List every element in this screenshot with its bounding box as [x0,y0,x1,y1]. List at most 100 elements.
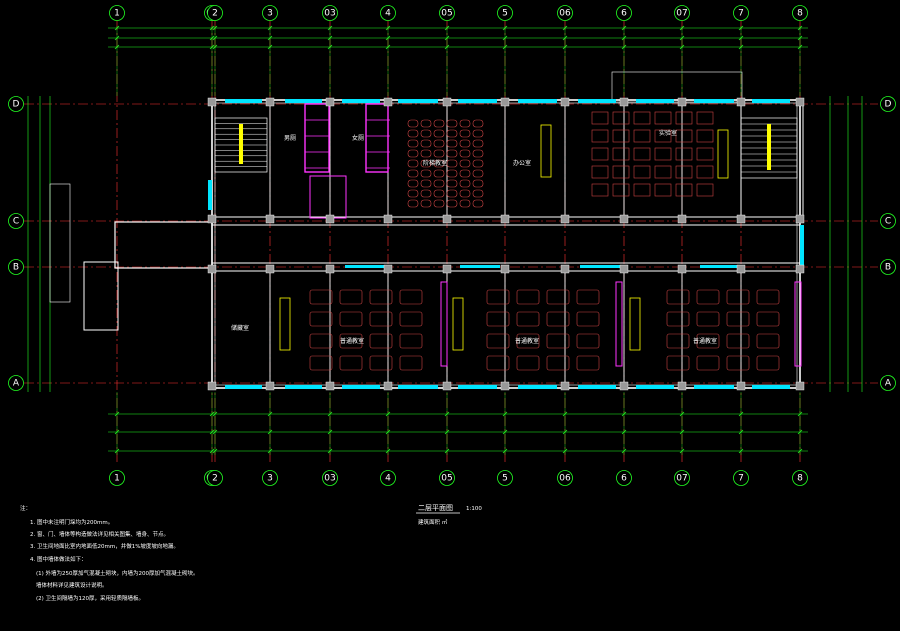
desk [675,111,693,125]
axis-bubble [380,5,396,21]
axis-bubble-label: A [13,379,20,389]
desk [696,165,714,179]
seat [459,189,471,198]
room-label-classroom-3: 普通教室 [515,337,539,345]
window-bottom [518,385,557,389]
axis-bubble [262,5,278,21]
seat [472,149,484,158]
structural-column [619,214,629,224]
walls [49,71,804,389]
axis-bubble [8,375,24,391]
window-bottom [752,385,790,389]
desk [633,147,651,161]
seat [433,179,445,188]
seat [407,179,419,188]
desk [591,129,609,143]
axis-bubble [674,470,690,486]
toilet-stalls-female [365,103,389,173]
axis-bubble-label: 4 [385,9,391,19]
axis-bubble [439,470,455,486]
axis-bubble-label: B [885,263,891,273]
window-top [752,99,790,103]
axis-bubble-label: 8 [797,9,803,19]
desk [675,129,693,143]
desk-group [516,289,540,305]
room-label-classroom-4: 普通教室 [693,337,717,345]
desk-group [369,355,393,371]
window-left-end [208,180,212,210]
columns [207,97,805,391]
room-label-lab-1: 实验室 [659,129,677,137]
window-bottom [285,385,322,389]
seat [472,129,484,138]
drawing-scale: 1:100 [466,506,482,512]
seat [472,189,484,198]
structural-column [736,264,746,274]
structural-column [560,97,570,107]
window-top [458,99,497,103]
desk [591,111,609,125]
axis-bubble [616,5,632,21]
axis-bubble [8,213,24,229]
structural-column [500,214,510,224]
note-line: 2. 窗、门、墙体等构造做法详见相关图集、墙身、节点。 [30,530,169,538]
desk-group [546,333,570,349]
desk-group [696,333,720,349]
note-line: 3. 卫生间地面比室内地面低20mm，并做1%坡度坡向地漏。 [30,542,179,550]
structural-column [442,264,452,274]
desk-group [399,289,423,305]
window-corridor [700,265,740,268]
desk-group [486,311,510,327]
stair-handrail [767,124,771,170]
desk [696,183,714,197]
roof-projection [611,71,743,103]
window-right-end [800,225,804,265]
axis-bubble [497,470,513,486]
axis-grid [24,20,878,465]
desk [612,183,630,197]
desk [633,165,651,179]
desk-group [696,355,720,371]
axis-bubble [880,375,896,391]
axis-bubble [792,470,808,486]
desk-group [486,333,510,349]
desk-group [576,289,600,305]
desk [633,183,651,197]
seat [407,159,419,168]
desk [675,165,693,179]
window-corridor [460,265,500,268]
desk-group [399,355,423,371]
seat [446,199,458,208]
seat [446,149,458,158]
desk-group [666,355,690,371]
axis-bubble-label: 3 [267,474,273,484]
axis-bubble-label: 5 [502,474,508,484]
structural-column [383,381,393,391]
desk [654,183,672,197]
desk-group [309,289,333,305]
structural-column [442,97,452,107]
note-line: 1. 图中未注明门垛均为200mm。 [30,518,113,526]
seat [446,119,458,128]
general-notes: 注： 1. 图中未注明门垛均为200mm。 2. 窗、门、墙体等构造做法详见相关… [20,504,199,602]
desk-group [726,311,750,327]
structural-column [325,97,335,107]
axis-bubble-label: 6 [621,474,627,484]
structural-column [677,214,687,224]
axis-bubble [8,259,24,275]
structural-column [560,214,570,224]
structural-column [500,264,510,274]
desk [612,129,630,143]
seat [420,139,432,148]
desk [591,165,609,179]
desk-group [369,311,393,327]
structural-column [265,264,275,274]
axis-bubbles: 110202223303034405055506066607077788DDCC… [8,5,896,486]
structural-column [383,97,393,107]
axis-bubble [207,470,223,486]
desk [612,165,630,179]
desk-group [546,289,570,305]
stair-room-right [740,99,804,218]
axis-bubble [439,5,455,21]
seat [446,189,458,198]
